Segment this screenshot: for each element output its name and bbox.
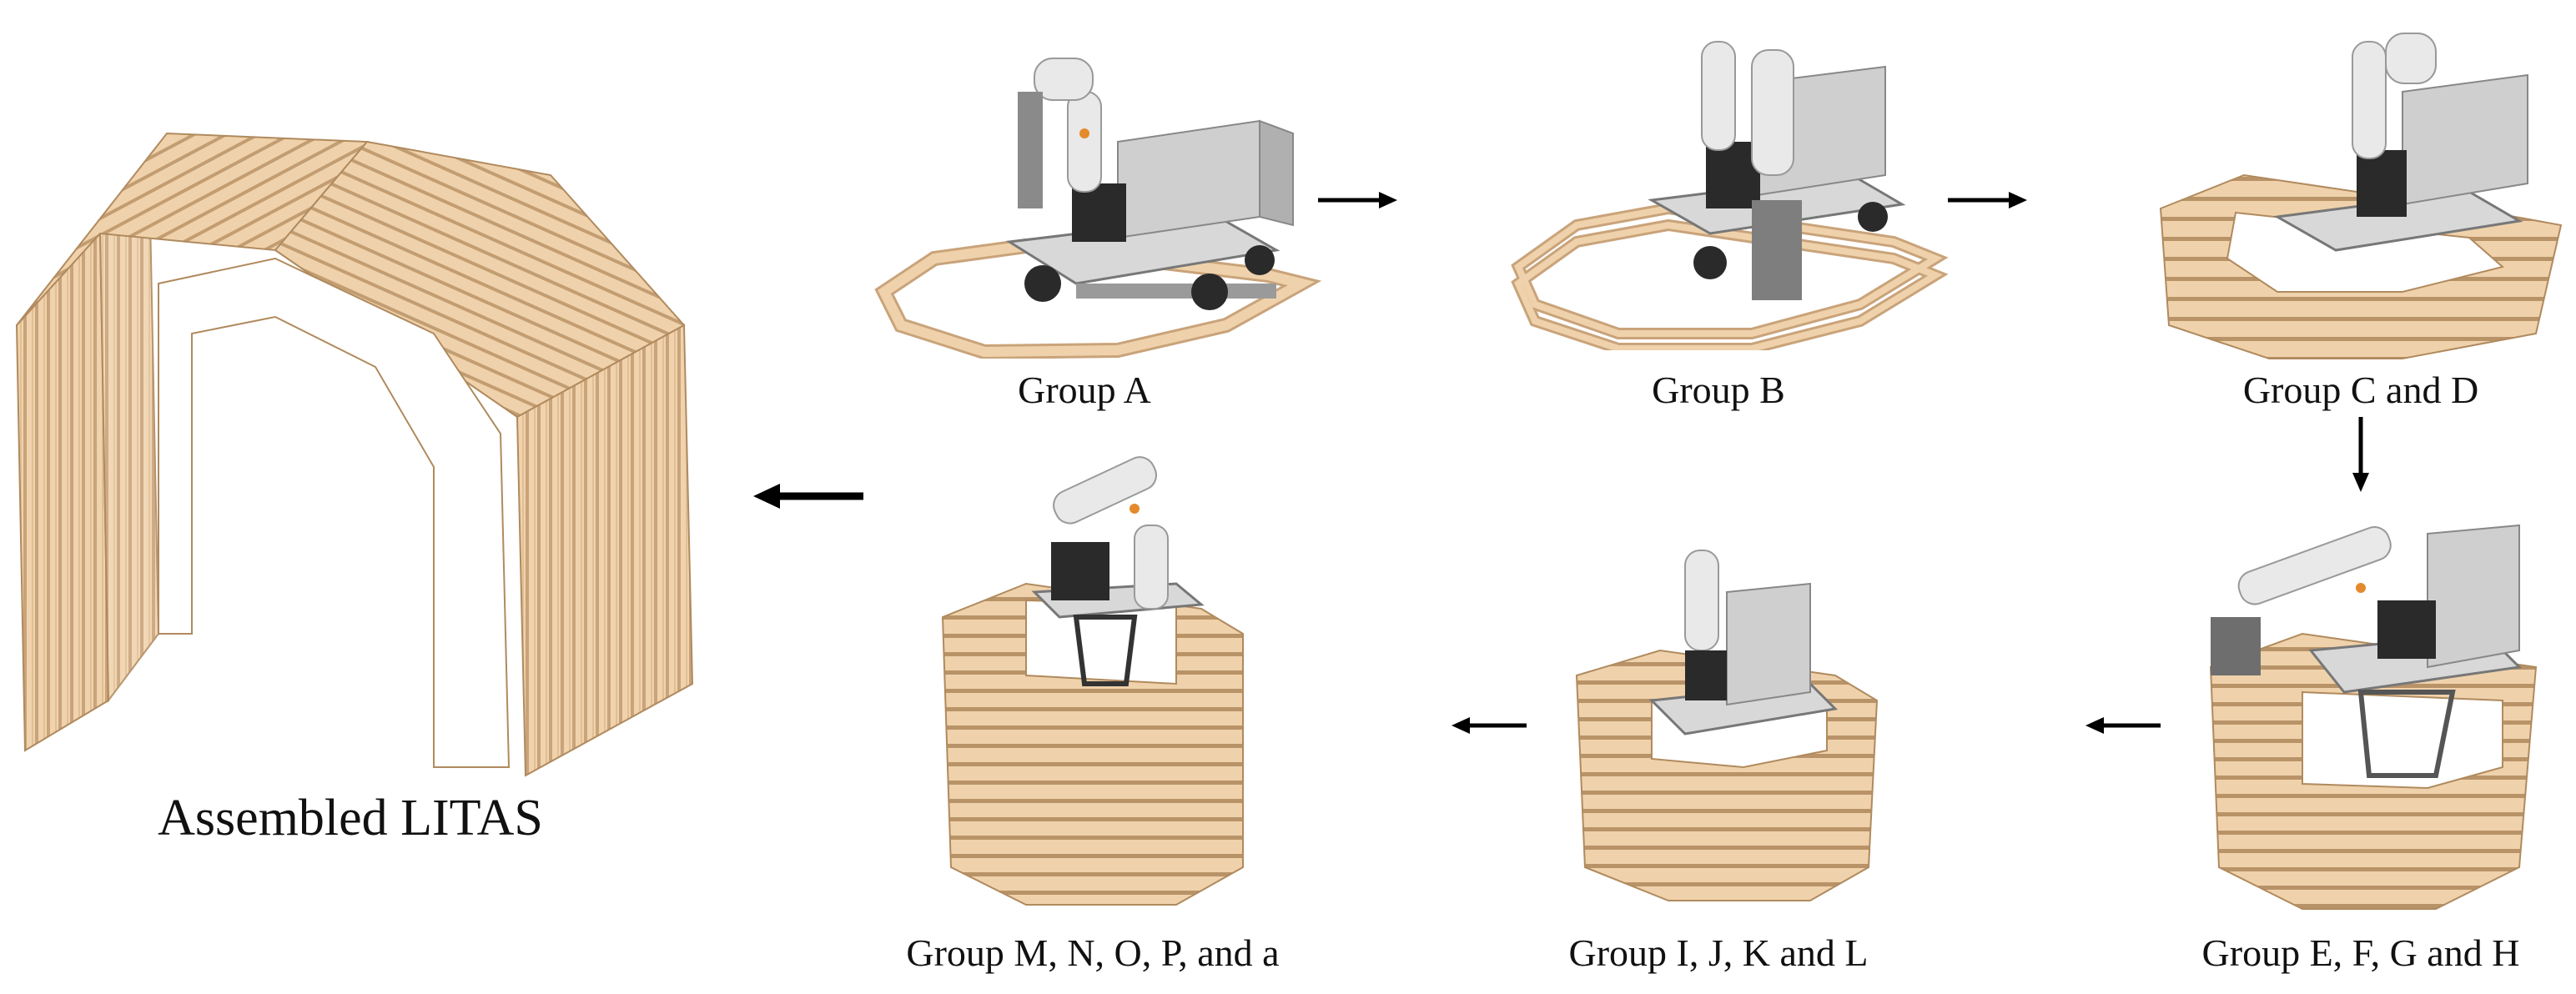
step-group-m-n-o-p-a	[926, 450, 1276, 917]
arrow-ijkl-to-mnopa	[1452, 717, 1527, 734]
step-group-b	[1502, 17, 1952, 350]
step-group-e-f-g-h	[2186, 500, 2569, 917]
group-i-j-k-l-drawing	[1575, 550, 1879, 901]
group-a-drawing	[874, 58, 1322, 359]
group-b-caption: Group B	[1652, 369, 1785, 411]
assembled-litas-drawing	[15, 132, 694, 777]
assembled-litas-structure	[0, 117, 717, 784]
group-e-f-g-h-caption: Group E, F, G and H	[2201, 931, 2520, 974]
group-m-n-o-p-a-caption: Group M, N, O, P, and a	[906, 931, 1280, 974]
arrow-b-to-cd	[1948, 192, 2027, 208]
arrow-cd-to-efgh	[2352, 417, 2369, 492]
arrow-a-to-b	[1318, 192, 1397, 208]
step-group-a	[868, 42, 1335, 359]
group-i-j-k-l-caption: Group I, J, K and L	[1568, 931, 1869, 974]
group-c-and-d-drawing	[2159, 33, 2563, 359]
assembled-litas-caption: Assembled LITAS	[158, 790, 543, 846]
group-a-caption: Group A	[1018, 369, 1151, 411]
arrow-efgh-to-ijkl	[2085, 717, 2161, 734]
group-b-drawing	[1511, 41, 1949, 350]
group-m-n-o-p-a-drawing	[941, 456, 1244, 906]
step-group-c-and-d	[2152, 17, 2569, 367]
step-group-i-j-k-l	[1560, 534, 1894, 917]
group-e-f-g-h-drawing	[2209, 524, 2538, 910]
group-c-and-d-caption: Group C and D	[2242, 369, 2479, 411]
arrow-to-assembled-litas	[753, 484, 863, 509]
